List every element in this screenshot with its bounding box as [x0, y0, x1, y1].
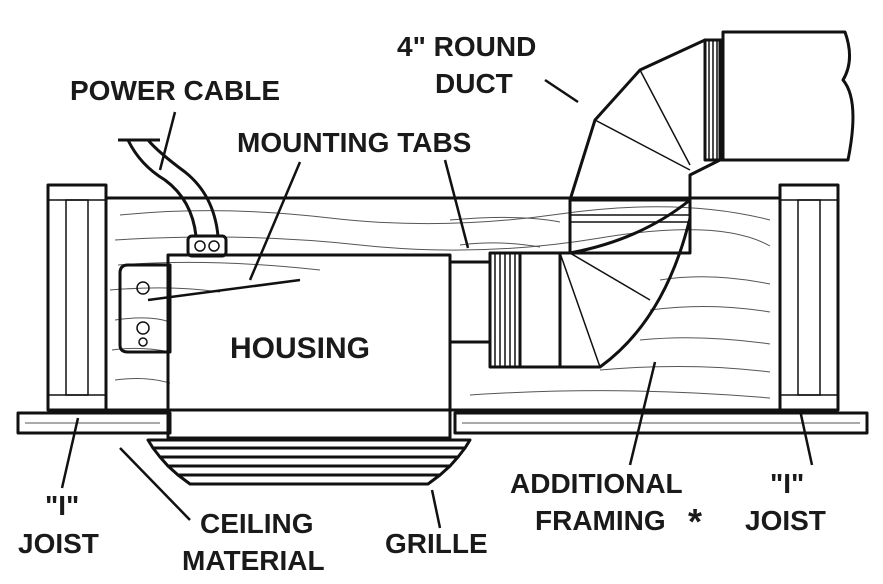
- round-duct: [488, 30, 855, 369]
- label-grille: GRILLE: [385, 528, 488, 559]
- label-housing: HOUSING: [230, 332, 370, 365]
- label-mounting-tabs: MOUNTING TABS: [237, 127, 471, 158]
- label-round-duct-line1: 4" ROUND: [397, 31, 536, 62]
- leader-lines: [60, 78, 814, 529]
- power-cable: [118, 138, 228, 258]
- label-ceiling-material-line1: CEILING: [200, 508, 314, 539]
- label-round-duct-line2: DUCT: [435, 68, 513, 99]
- label-additional-framing-mark: *: [688, 501, 702, 542]
- label-additional-framing-line1: ADDITIONAL: [510, 468, 683, 499]
- left-i-joist: [46, 183, 108, 412]
- label-power-cable: POWER CABLE: [70, 75, 280, 106]
- label-i-joist-right-line2: JOIST: [745, 505, 826, 536]
- label-i-joist-left-line1: "I": [45, 490, 79, 521]
- additional-framing-block: [104, 196, 782, 412]
- right-i-joist: [778, 183, 840, 412]
- label-ceiling-material-line2: MATERIAL: [182, 545, 325, 576]
- ceiling-material: [16, 411, 869, 435]
- left-mounting-tab: [118, 263, 172, 354]
- grille: [146, 438, 472, 486]
- label-i-joist-left-line2: JOIST: [18, 528, 99, 559]
- label-i-joist-right-line1: "I": [770, 468, 804, 499]
- label-additional-framing-line2: FRAMING: [535, 505, 666, 536]
